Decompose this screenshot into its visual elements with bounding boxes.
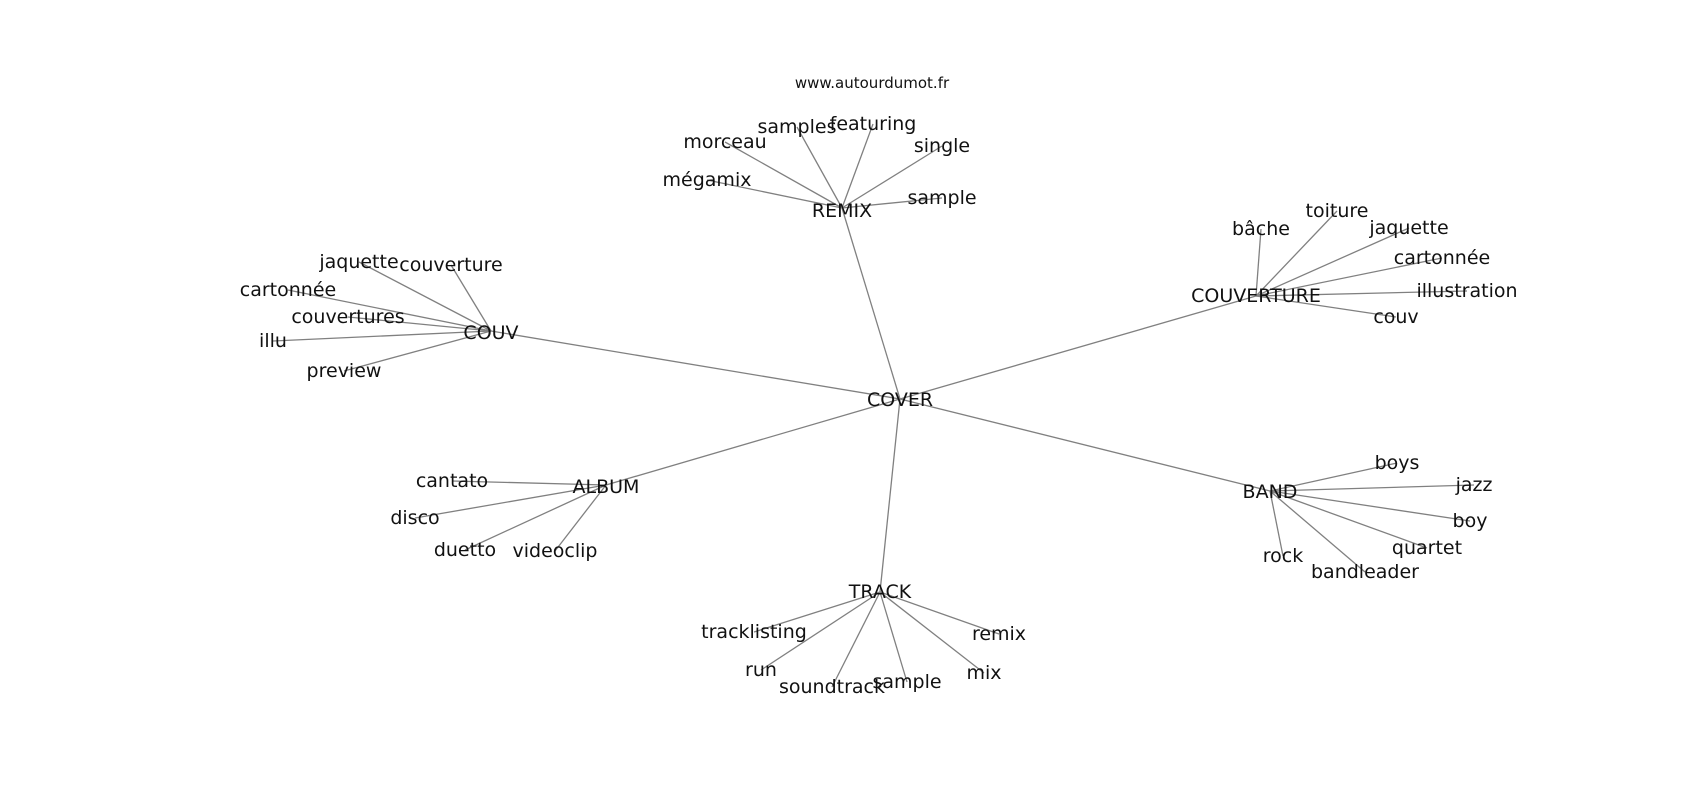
edge-root-album bbox=[605, 398, 901, 486]
edge-band-leaf bbox=[1269, 490, 1366, 573]
edge-album-leaf bbox=[464, 484, 607, 551]
leaf-node-label: jazz bbox=[1455, 474, 1493, 496]
leaf-node-label: videoclip bbox=[513, 540, 598, 562]
edge-couv-leaf bbox=[450, 264, 492, 332]
edge-band-leaf bbox=[1269, 484, 1475, 492]
edge-band-leaf bbox=[1269, 490, 1428, 549]
hub-node-label: TRACK bbox=[848, 581, 912, 603]
edge-couverture-leaf bbox=[1255, 290, 1468, 297]
leaf-node-label: sample bbox=[872, 671, 941, 693]
edge-remix-leaf bbox=[724, 141, 843, 209]
edge-couverture-leaf bbox=[1255, 227, 1410, 297]
leaf-node-label: tracklisting bbox=[701, 621, 807, 643]
edge-track-leaf bbox=[760, 591, 881, 671]
graph-edges bbox=[272, 123, 1475, 688]
leaf-node-label: couv bbox=[1373, 306, 1418, 328]
edge-root-band bbox=[899, 398, 1271, 492]
edge-couv-leaf bbox=[343, 330, 492, 372]
leaf-node-label: single bbox=[914, 135, 970, 157]
leaf-node-label: toiture bbox=[1306, 200, 1369, 222]
edge-root-track bbox=[879, 398, 901, 593]
leaf-node-label: illustration bbox=[1416, 280, 1517, 302]
edge-root-couverture bbox=[899, 295, 1257, 400]
leaf-node-label: featuring bbox=[830, 113, 917, 135]
edge-band-leaf bbox=[1269, 490, 1471, 522]
edge-band-leaf bbox=[1269, 462, 1398, 492]
edge-remix-leaf bbox=[841, 123, 874, 209]
edge-band-leaf bbox=[1269, 490, 1284, 557]
edge-remix-leaf bbox=[841, 145, 943, 209]
leaf-node-label: jaquette bbox=[1368, 217, 1448, 239]
edge-couverture-leaf bbox=[1255, 210, 1338, 297]
leaf-node-label: jaquette bbox=[318, 251, 398, 273]
edge-couv-leaf bbox=[287, 289, 492, 332]
leaf-node-label: illu bbox=[259, 330, 287, 352]
edge-couv-leaf bbox=[358, 261, 492, 332]
edge-track-leaf bbox=[831, 591, 881, 688]
edge-track-leaf bbox=[879, 591, 908, 683]
leaf-node-label: disco bbox=[390, 507, 439, 529]
leaf-node-label: bandleader bbox=[1311, 561, 1419, 583]
leaf-node-label: cartonnée bbox=[1394, 247, 1490, 269]
edge-couverture-leaf bbox=[1255, 228, 1262, 297]
edge-album-leaf bbox=[414, 484, 607, 519]
leaf-node-label: rock bbox=[1263, 545, 1303, 567]
leaf-node-label: sample bbox=[907, 187, 976, 209]
edge-couverture-leaf bbox=[1255, 257, 1443, 297]
edge-track-leaf bbox=[753, 591, 881, 633]
watermark-text: www.autourdumot.fr bbox=[795, 74, 950, 92]
edge-remix-leaf bbox=[841, 197, 943, 209]
edge-root-remix bbox=[841, 207, 901, 400]
edge-remix-leaf bbox=[706, 179, 843, 209]
hub-node-label: ALBUM bbox=[573, 476, 640, 498]
edge-track-leaf bbox=[879, 591, 985, 674]
hub-node-label: BAND bbox=[1243, 481, 1298, 503]
leaf-node-label: cartonnée bbox=[240, 279, 336, 301]
edge-track-leaf bbox=[879, 591, 1000, 635]
leaf-node-label: morceau bbox=[683, 131, 766, 153]
leaf-node-label: boy bbox=[1453, 510, 1488, 532]
leaf-node-label: cantato bbox=[416, 470, 488, 492]
leaf-node-label: duetto bbox=[434, 539, 496, 561]
leaf-node-label: bâche bbox=[1232, 218, 1290, 240]
edge-album-leaf bbox=[451, 480, 607, 486]
edge-remix-leaf bbox=[796, 126, 843, 209]
hub-node-label: COUVERTURE bbox=[1191, 285, 1321, 307]
leaf-node-label: soundtrack bbox=[779, 676, 885, 698]
leaf-node-label: couverture bbox=[399, 254, 502, 276]
edge-album-leaf bbox=[554, 484, 607, 552]
root-node-label: COVER bbox=[867, 389, 933, 411]
hub-node-label: REMIX bbox=[812, 200, 872, 222]
leaf-node-label: samples bbox=[758, 116, 837, 138]
edge-couv-leaf bbox=[347, 316, 492, 332]
leaf-node-label: run bbox=[745, 659, 777, 681]
hub-node-label: COUV bbox=[463, 322, 518, 344]
leaf-node-label: remix bbox=[972, 623, 1026, 645]
leaf-node-label: preview bbox=[307, 360, 382, 382]
leaf-node-label: mégamix bbox=[663, 169, 752, 191]
edge-root-couv bbox=[490, 330, 901, 400]
leaf-node-label: quartet bbox=[1392, 537, 1462, 559]
leaf-node-label: boys bbox=[1375, 452, 1420, 474]
edge-couverture-leaf bbox=[1255, 295, 1397, 318]
leaf-node-label: couvertures bbox=[291, 306, 404, 328]
edge-couv-leaf bbox=[272, 330, 492, 342]
leaf-node-label: mix bbox=[966, 662, 1001, 684]
